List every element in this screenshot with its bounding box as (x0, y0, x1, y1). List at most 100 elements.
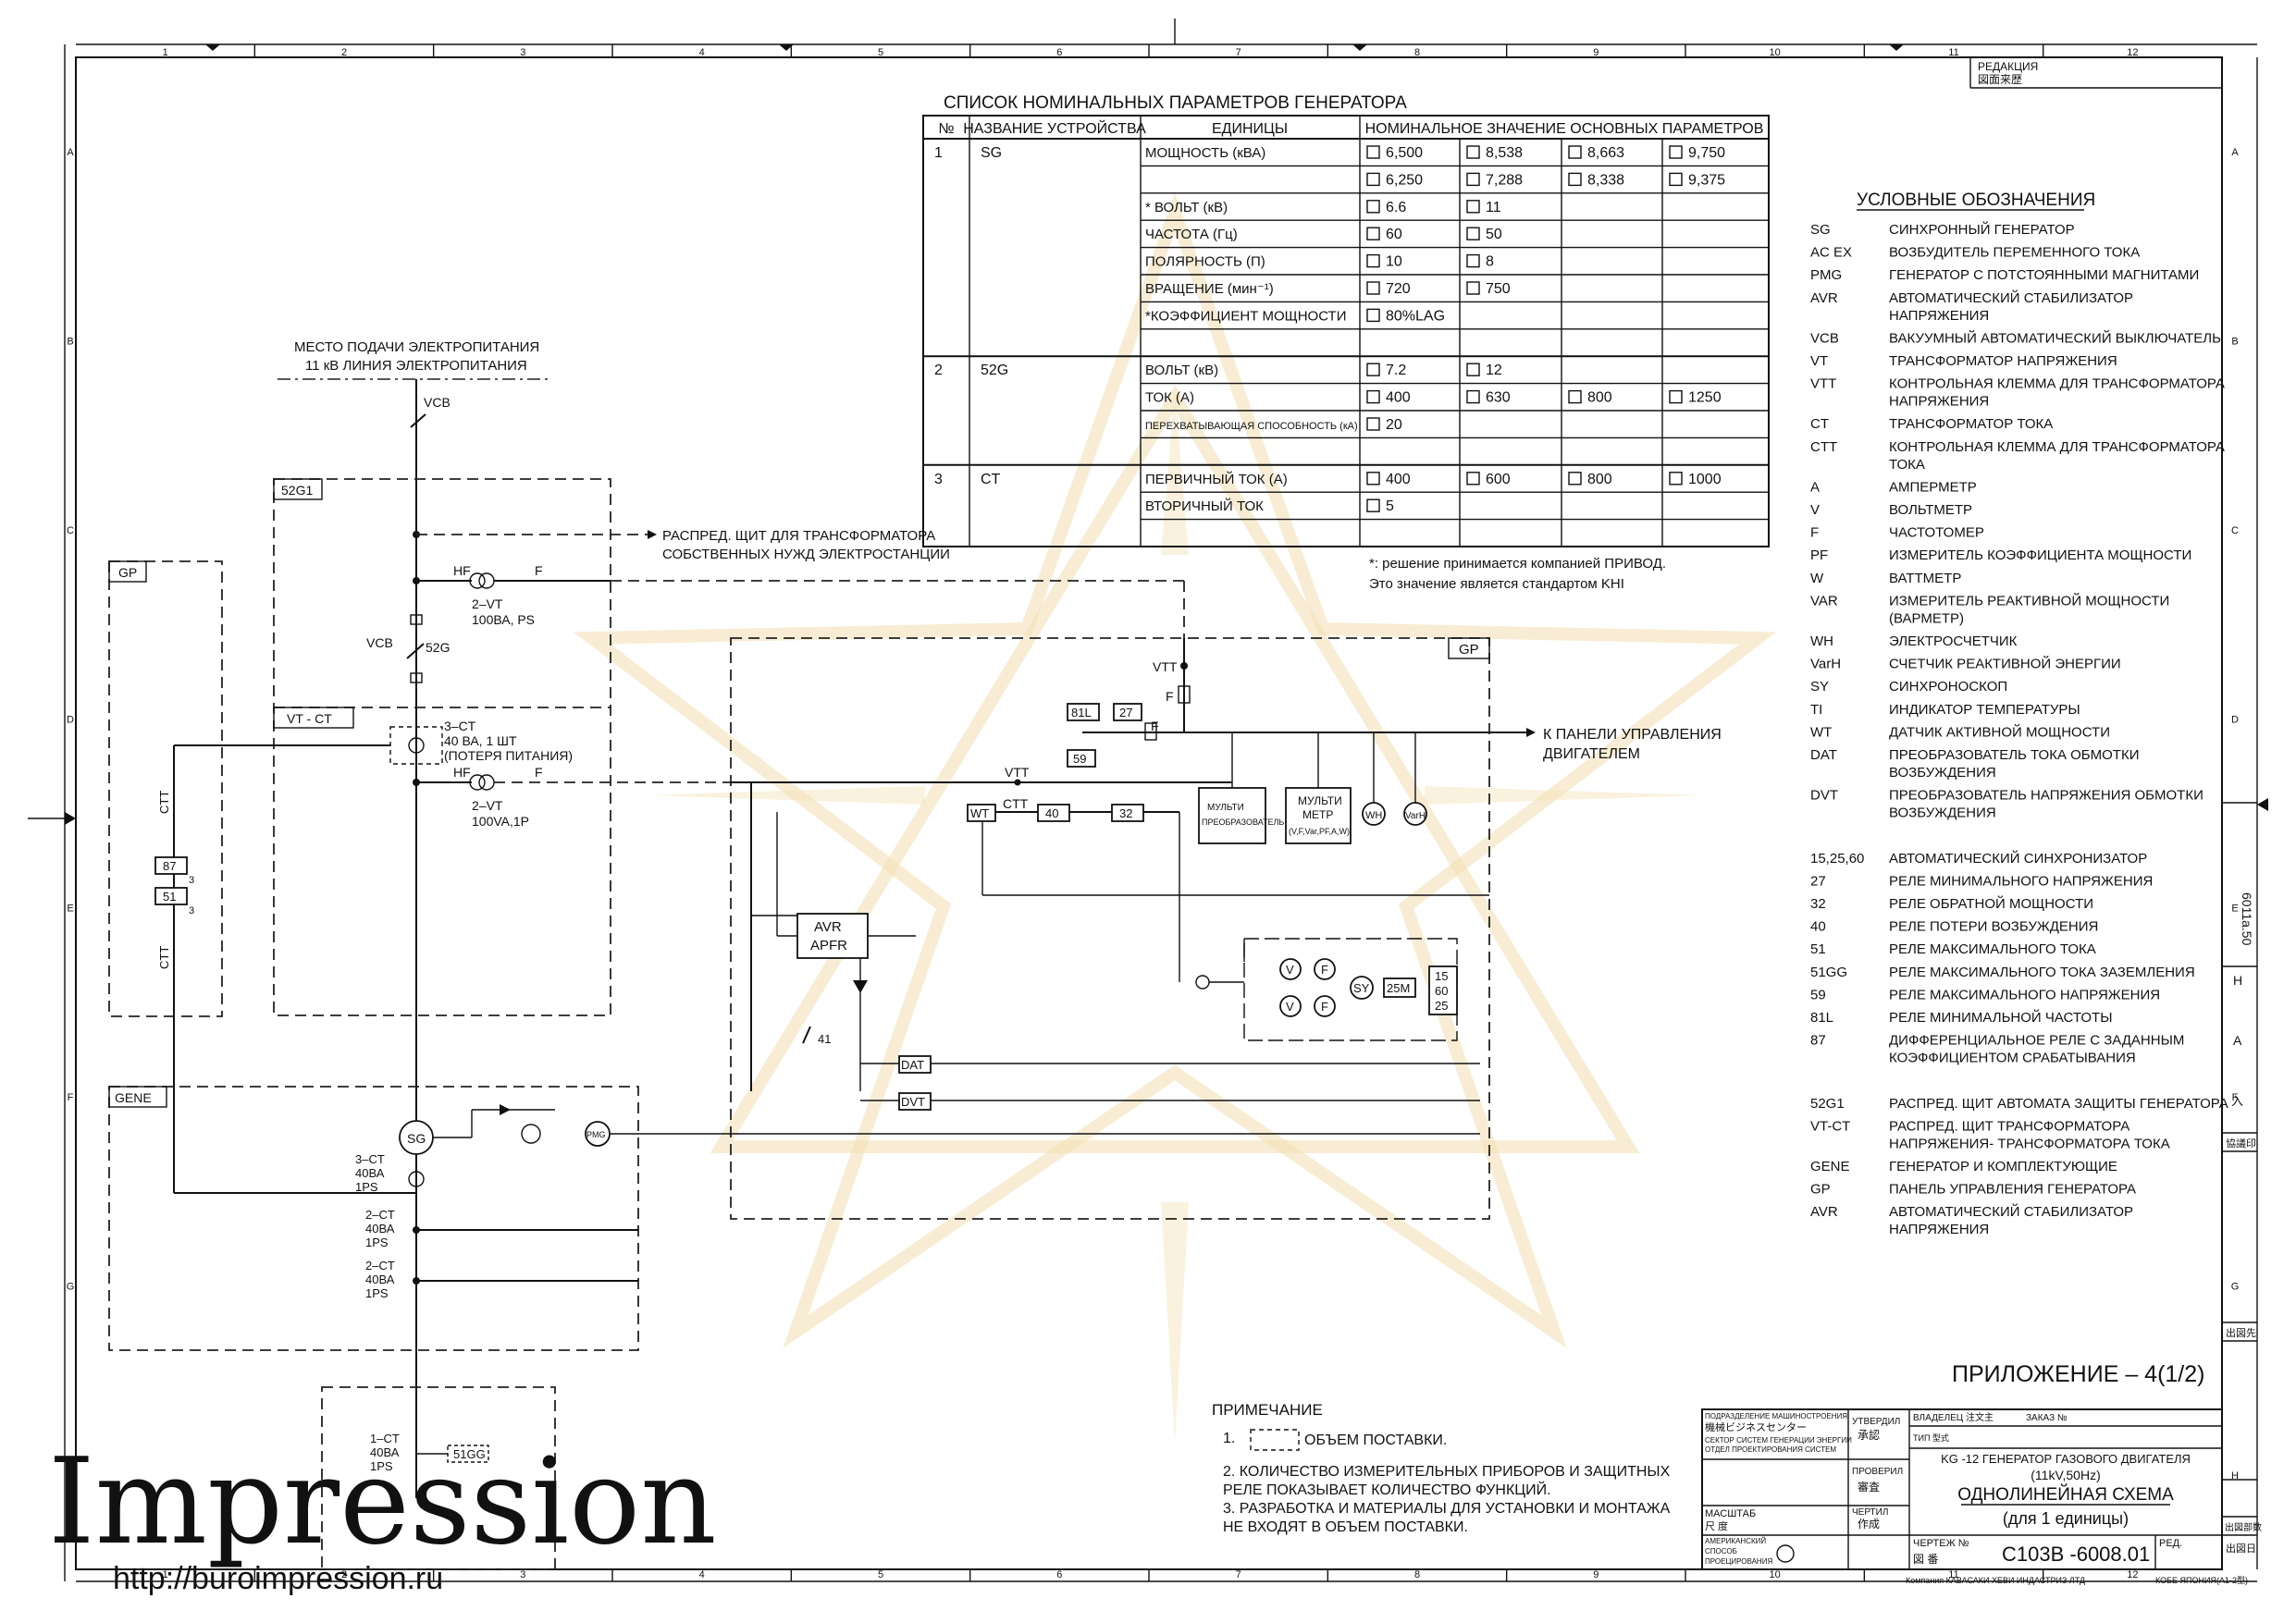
legend-code: TI (1810, 702, 1822, 718)
company-label: Компания КАВАСАКИ ХЕВИ ИНДАСТРИЗ ЛТД (1906, 1576, 2085, 1585)
panel-gp-left (108, 560, 223, 1017)
freqmeter-label-2: F (1321, 1000, 1328, 1014)
scale-label: МАСШТАБ (1705, 1508, 1756, 1519)
legend-code: WH (1810, 633, 1833, 649)
legend-code: AC EX (1810, 245, 1852, 261)
legend-description: АВТОМАТИЧЕСКИЙ СТАБИЛИЗАТОР (1889, 289, 2133, 306)
title-line-3: ОДНОЛИНЕЙНАЯ СХЕМА (1957, 1484, 2174, 1505)
checkbox-icon (1669, 172, 1683, 187)
legend-description: ГЕНЕРАТОР С ПОТСТОЯННЫМИ МАГНИТАМИ (1889, 267, 2199, 283)
legend-code: VCB (1810, 330, 1839, 346)
border-row-label: B (2231, 337, 2238, 348)
panel-52g1 (273, 478, 611, 1016)
aux-label-1: РАСПРЕД. ЩИТ ДЛЯ ТРАНСФОРМАТОРА (662, 528, 935, 544)
side-outdate-label: 出図日 (2226, 1542, 2256, 1555)
legend-description: ВОЗБУДИТЕЛЬ ПЕРЕМЕННОГО ТОКА (1889, 245, 2140, 261)
ct3-label-1: 3–CT (444, 719, 476, 733)
sensor-wt-label: WT (970, 806, 989, 820)
border-column-label: 10 (1770, 47, 1781, 58)
multimeter-label-1: МУЛЬТИ (1298, 794, 1342, 807)
table-cell-value: 720 (1386, 281, 1411, 297)
table-cell-value: 8,663 (1587, 145, 1624, 161)
table-cell-value: 50 (1486, 227, 1502, 242)
drawing-no-label-jp: 図 番 (1913, 1553, 1938, 1566)
header-device: НАЗВАНИЕ УСТРОЙСТВА (963, 119, 1146, 137)
panel-52g1-label: 52G1 (281, 483, 313, 498)
relay-51-qty: 3 (189, 905, 194, 916)
checkbox-icon (1568, 145, 1582, 159)
legend-code: WT (1810, 724, 1832, 740)
f-label-1: F (535, 563, 543, 578)
border-column-label: 3 (520, 1569, 525, 1580)
vt2-label-1: 2–VT (472, 798, 503, 813)
city-label: КОБЕ ЯПОНИЯ (2155, 1576, 2216, 1585)
meter-varh-label: VarH (1405, 811, 1426, 821)
table-cell-value: 8,338 (1587, 172, 1624, 188)
legend-description: АМПЕРМЕТР (1889, 479, 1977, 495)
checkbox-icon (1366, 498, 1380, 512)
owner-label: ВЛАДЕЛЕЦ 注文主 (1913, 1411, 1994, 1423)
border-row-label: F (68, 1092, 74, 1103)
relay-51gg-label: 51GG (453, 1447, 486, 1461)
checkbox-icon (1669, 145, 1683, 159)
legend-code: VAR (1810, 593, 1838, 609)
to-engine-label-2: ДВИГАТЕЛЕМ (1543, 746, 1640, 762)
legend-code: AVR (1810, 290, 1838, 306)
table-cell-value: 10 (1386, 254, 1402, 270)
checkbox-icon (1466, 172, 1480, 187)
note-3-line-1: 3. РАЗРАБОТКА И МАТЕРИАЛЫ ДЛЯ УСТАНОВКИ … (1223, 1501, 1671, 1517)
ct-ground-label-3: 1PS (370, 1459, 393, 1473)
vt2-label-2: 100VA,1P (472, 814, 529, 829)
checkbox-icon (1366, 281, 1380, 295)
border-row-label: A (2231, 147, 2239, 158)
table-cell-value: 9,750 (1688, 145, 1725, 161)
border-row-label: H (2231, 1470, 2239, 1482)
legend-code: CT (1810, 416, 1829, 432)
table-cell-value: 6.6 (1386, 200, 1406, 215)
drawn-label-jp: 作成 (1858, 1518, 1880, 1531)
table-cell-value: 800 (1587, 390, 1612, 406)
f-label-2: F (535, 765, 543, 780)
legend-description: КОЭФФИЦИЕНТОМ СРАБАТЫВАНИЯ (1889, 1051, 2136, 1066)
border-row-label: D (2231, 714, 2239, 725)
dept-label-4: ОТДЕЛ ПРОЕКТИРОВАНИЯ СИСТЕМ (1705, 1445, 1836, 1454)
legend-code: PF (1810, 547, 1828, 563)
legend-description: ВАКУУМНЫЙ АВТОМАТИЧЕСКИЙ ВЫКЛЮЧАТЕЛЬ (1889, 329, 2221, 346)
table-cell-unit: МОЩНОСТЬ (кВА) (1145, 145, 1265, 161)
rated-parameters-table: СПИСОК НОМИНАЛЬНЫХ ПАРАМЕТРОВ ГЕНЕРАТОРА… (922, 93, 1770, 592)
title-line-4: (для 1 единицы) (2003, 1509, 2129, 1528)
table-cell-unit: ВОЛЬТ (кВ) (1145, 363, 1218, 378)
legend-code: A (1810, 479, 1820, 495)
side-count-label: 出図部数 (2225, 1521, 2262, 1533)
ct-gen-label-3: 1PS (355, 1180, 378, 1194)
border-row-label: A (67, 147, 74, 158)
ct-b-label-2: 40ВА (365, 1273, 395, 1286)
border-column-label: 7 (1236, 47, 1241, 58)
relay-41-label: 41 (818, 1032, 831, 1046)
note-1-number: 1. (1223, 1431, 1235, 1446)
legend-description: РЕЛЕ ПОТЕРИ ВОЗБУЖДЕНИЯ (1889, 919, 2098, 935)
legend-code: 15,25,60 (1810, 851, 1864, 867)
aux-label-2: СОБСТВЕННЫХ НУЖД ЭЛЕКТРОСТАНЦИИ (662, 547, 950, 562)
border-column-label: 8 (1414, 47, 1420, 58)
border-column-label: 5 (878, 1569, 883, 1580)
table-cell-value: 8 (1486, 254, 1494, 270)
projection-label-1: АМЕРИКАНСКИЙ (1705, 1537, 1766, 1545)
background-emblem (573, 193, 1777, 1443)
fuse-label-2: F (1151, 719, 1159, 733)
multimeter-label-3: (V,F,Var,PF,A,W) (1289, 827, 1350, 836)
revision-area: РЕДАКЦИЯ 図面来歴 (1969, 57, 2222, 89)
table-cell-device: 52G (981, 363, 1008, 378)
dept-label-2: 機械ビジネスセンター (1705, 1420, 1807, 1433)
border-column-label: 4 (699, 47, 705, 58)
table-cell-value: 5 (1386, 498, 1394, 514)
side-strip: 6011a.50 H A 入 協議印 出図先 出図部数 出図日 (2222, 802, 2262, 1555)
side-seal-label: 協議印 (2226, 1137, 2256, 1150)
side-a-label: A (2233, 1033, 2242, 1048)
table-cell-value: 400 (1386, 472, 1411, 487)
checkbox-icon (1366, 200, 1380, 214)
legend-description: ИНДИКАТОР ТЕМПЕРАТУРЫ (1889, 702, 2080, 718)
hf-label-2: HF (453, 765, 471, 780)
checkbox-icon (1568, 172, 1582, 187)
border-row-label: G (67, 1281, 75, 1292)
